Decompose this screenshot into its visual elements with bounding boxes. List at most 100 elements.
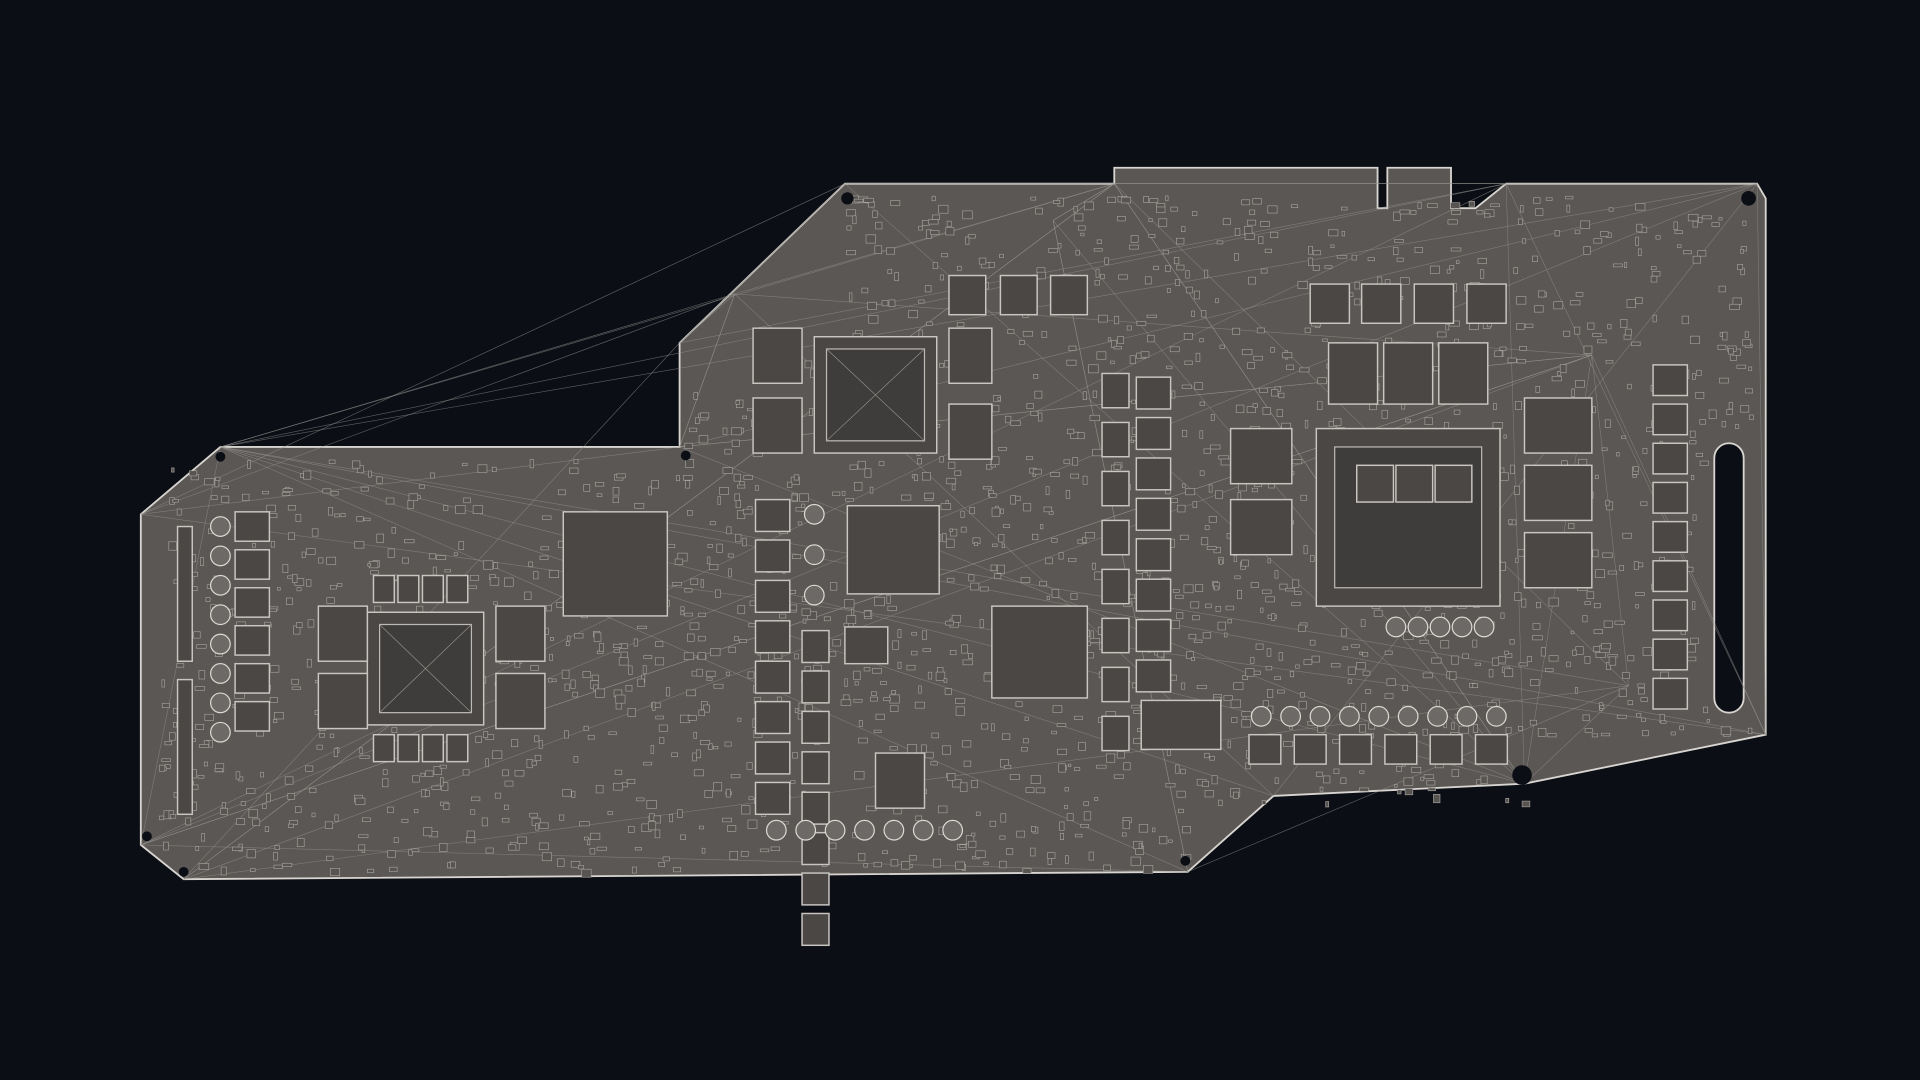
smd-part bbox=[511, 739, 519, 747]
smd-part bbox=[1066, 813, 1074, 821]
smd-part bbox=[1530, 679, 1540, 687]
smd-part bbox=[684, 442, 693, 449]
capacitor bbox=[1427, 705, 1448, 727]
smd-part bbox=[612, 486, 620, 496]
smd-part bbox=[873, 729, 882, 733]
smd-part bbox=[1600, 231, 1609, 237]
smd-part bbox=[158, 815, 165, 821]
smd-part bbox=[1548, 655, 1559, 662]
smd-part bbox=[176, 663, 185, 668]
smd-part bbox=[891, 690, 896, 695]
smd-part bbox=[1356, 662, 1366, 670]
processor-chip bbox=[813, 336, 938, 454]
smd-part bbox=[407, 500, 414, 510]
smd-part bbox=[1341, 206, 1348, 211]
smd-part bbox=[983, 861, 989, 865]
smd-part bbox=[291, 686, 301, 690]
smd-part bbox=[389, 866, 398, 872]
smd-part bbox=[965, 236, 970, 245]
smd-part bbox=[573, 459, 579, 464]
smd-part bbox=[1513, 267, 1518, 274]
mesh-line bbox=[679, 446, 1525, 784]
smd-part bbox=[1192, 211, 1198, 216]
smd-part bbox=[1166, 288, 1171, 293]
capacitor bbox=[1309, 705, 1331, 727]
smd-part bbox=[1129, 355, 1136, 365]
smd-part bbox=[441, 782, 449, 791]
smd-part bbox=[1025, 787, 1035, 793]
smd-part bbox=[1146, 314, 1157, 318]
smd-part bbox=[701, 847, 706, 854]
smd-part bbox=[1468, 200, 1475, 207]
smd-part bbox=[1670, 731, 1676, 736]
smd-part bbox=[998, 446, 1007, 451]
smd-part bbox=[1022, 868, 1032, 874]
smd-part bbox=[1593, 238, 1603, 244]
smd-part bbox=[296, 838, 305, 847]
smd-part bbox=[1347, 679, 1353, 684]
capacitor bbox=[1250, 705, 1272, 727]
power-stage bbox=[1652, 638, 1689, 671]
smd-part bbox=[1113, 774, 1124, 779]
smd-part bbox=[1426, 780, 1436, 786]
smd-part bbox=[1227, 740, 1231, 749]
smd-part bbox=[1587, 322, 1595, 330]
smd-part bbox=[883, 697, 891, 701]
smd-part bbox=[1084, 532, 1096, 539]
smd-part bbox=[1233, 555, 1237, 562]
smd-part bbox=[668, 814, 673, 823]
smd-part bbox=[1117, 336, 1124, 344]
smd-part bbox=[1192, 501, 1198, 508]
smd-part bbox=[1340, 777, 1347, 784]
smd-part bbox=[1394, 784, 1398, 788]
smd-part bbox=[1503, 434, 1507, 439]
smd-part bbox=[471, 796, 481, 802]
smd-part bbox=[526, 758, 533, 769]
smd-part bbox=[1593, 646, 1601, 652]
smd-part bbox=[651, 701, 656, 711]
smd-part bbox=[1505, 797, 1510, 804]
smd-part bbox=[300, 473, 304, 479]
smd-part bbox=[538, 740, 543, 749]
smd-part bbox=[1359, 724, 1366, 733]
smd-part bbox=[1699, 419, 1706, 425]
smd-part bbox=[1223, 632, 1228, 638]
smd-part bbox=[1304, 419, 1309, 429]
mesh-line bbox=[220, 446, 1525, 784]
smd-part bbox=[1608, 656, 1617, 666]
smd-part bbox=[655, 715, 664, 720]
smd-part bbox=[829, 651, 837, 657]
smd-part bbox=[1538, 290, 1546, 298]
smd-part bbox=[739, 639, 747, 643]
smd-part bbox=[1359, 651, 1363, 655]
capacitors bbox=[210, 503, 1507, 841]
smd-part bbox=[491, 466, 497, 473]
smd-part bbox=[1689, 430, 1696, 438]
capacitor bbox=[1451, 616, 1473, 638]
smd-part bbox=[1554, 230, 1560, 237]
smd-part bbox=[1583, 246, 1591, 255]
smd-part bbox=[693, 392, 699, 400]
smd-part bbox=[1614, 620, 1625, 625]
smd-part bbox=[309, 787, 317, 793]
smd-part bbox=[1092, 390, 1098, 398]
smd-part bbox=[1618, 688, 1627, 697]
smd-part bbox=[735, 533, 742, 543]
smd-part bbox=[1623, 262, 1628, 268]
smd-part bbox=[485, 758, 489, 768]
smd-part bbox=[1570, 630, 1575, 635]
smd-part bbox=[1030, 847, 1036, 857]
smd-part bbox=[1303, 545, 1308, 555]
smd-part bbox=[992, 543, 998, 547]
smd-part bbox=[1627, 700, 1634, 706]
smd-part bbox=[865, 234, 876, 244]
smd-part bbox=[1620, 319, 1628, 328]
smd-part bbox=[1333, 768, 1340, 774]
smd-part bbox=[1196, 685, 1207, 689]
smd-part bbox=[336, 583, 343, 587]
smd-part bbox=[653, 815, 661, 824]
smd-part bbox=[1509, 639, 1515, 645]
smd-part bbox=[1518, 726, 1523, 731]
smd-part bbox=[1278, 392, 1285, 399]
smd-part bbox=[957, 265, 962, 271]
